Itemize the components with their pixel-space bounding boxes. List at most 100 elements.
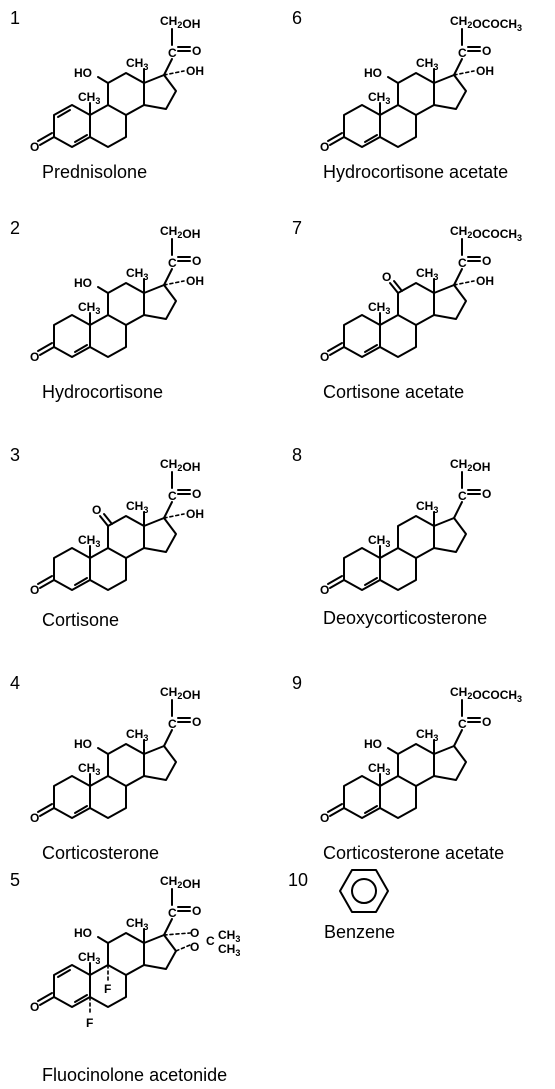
acetonide-bond-1 <box>163 932 191 936</box>
c3-carbonyl-bond-2 <box>327 342 343 352</box>
c4-double-bond <box>364 344 378 353</box>
compound-name: Prednisolone <box>42 162 148 182</box>
side-chain-label: CH2OH <box>160 14 200 31</box>
ring-b <box>379 314 417 358</box>
side-chain-label: CH2OH <box>160 224 200 241</box>
c10-methyl-label: CH3 <box>78 90 100 106</box>
compound-name: Deoxycorticosterone <box>323 608 488 628</box>
c20-carbon-label: C <box>168 256 177 270</box>
c4-double-bond <box>364 134 378 143</box>
c17-hydroxyl-label: OH <box>476 274 494 288</box>
c3-carbonyl-bond-2 <box>37 342 53 352</box>
c1-double-bond <box>57 109 71 118</box>
c3-carbonyl-bond-2 <box>37 575 53 585</box>
c20-oxygen-label: O <box>192 44 201 58</box>
c3-carbonyl-bond <box>39 136 55 146</box>
ring-b <box>379 104 417 148</box>
c20-oxygen-label: O <box>192 487 201 501</box>
c17-side-chain-bond <box>163 918 173 936</box>
c11-hydroxyl-label: HO <box>364 66 382 80</box>
c11-carbonyl-bond-2 <box>103 513 113 525</box>
c13-methyl-label: CH3 <box>126 266 148 282</box>
c3-oxygen-label: O <box>320 140 329 154</box>
c11-hydroxyl-bond <box>97 76 109 84</box>
c20-carbon-label: C <box>458 717 467 731</box>
c3-oxygen-label: O <box>320 811 329 825</box>
c10-methyl-label: CH3 <box>368 90 390 106</box>
c3-oxygen-label: O <box>30 583 39 597</box>
ring-a <box>343 314 381 358</box>
c17-side-chain-bond <box>163 268 173 286</box>
side-chain-label: CH2OCOCH3 <box>450 14 522 33</box>
compound-name: Benzene <box>324 922 396 942</box>
c17-hydroxyl-label: OH <box>476 64 494 78</box>
ring-b <box>379 547 417 591</box>
c6-fluoro-label: F <box>86 1016 93 1030</box>
c3-oxygen-label: O <box>320 350 329 364</box>
ring-b <box>89 964 127 1008</box>
c17-side-chain-bond <box>163 729 173 747</box>
c10-methyl-label: CH3 <box>78 950 100 966</box>
c17-side-chain-bond <box>453 58 463 76</box>
c13-methyl-label: CH3 <box>416 266 438 282</box>
c17-side-chain-bond <box>163 501 173 519</box>
ring-c <box>397 515 435 559</box>
ring-d <box>143 517 177 553</box>
compound-number: 9 <box>292 673 303 693</box>
c10-methyl-label: CH3 <box>78 300 100 316</box>
ring-d <box>143 745 177 781</box>
ring-c <box>107 282 145 326</box>
c10-methyl-label: CH3 <box>78 761 100 777</box>
acetonide-carbon: C <box>206 934 215 948</box>
c3-carbonyl-bond <box>329 136 345 146</box>
ring-a <box>53 775 91 819</box>
side-chain-label: CH2OH <box>160 685 200 702</box>
c11-hydroxyl-bond <box>97 747 109 755</box>
c13-methyl-label: CH3 <box>126 56 148 72</box>
c3-carbonyl-bond <box>329 346 345 356</box>
c13-methyl-label: CH3 <box>126 727 148 743</box>
c4-double-bond <box>364 577 378 586</box>
c1-double-bond <box>57 969 71 978</box>
compound-name: Hydrocortisone <box>42 382 164 402</box>
c3-oxygen-label: O <box>30 811 39 825</box>
ring-d <box>433 74 467 110</box>
compound-number: 7 <box>292 218 303 238</box>
compound-number: 8 <box>292 445 303 465</box>
c20-carbon-label: C <box>168 46 177 60</box>
c13-methyl-label: CH3 <box>126 916 148 932</box>
benzene-ring-icon <box>339 869 389 913</box>
c17-hydroxyl-bond <box>163 70 185 76</box>
ring-c <box>107 72 145 116</box>
c13-methyl-label: CH3 <box>416 56 438 72</box>
c10-methyl-label: CH3 <box>368 761 390 777</box>
c3-carbonyl-bond-2 <box>327 803 343 813</box>
compound-name: Corticosterone acetate <box>323 843 505 863</box>
c3-carbonyl-bond-2 <box>327 575 343 585</box>
ring-b <box>379 775 417 819</box>
ring-b <box>89 547 127 591</box>
c17-hydroxyl-bond <box>163 280 185 286</box>
ring-a <box>53 964 91 1008</box>
c11-hydroxyl-label: HO <box>74 926 92 940</box>
c11-carbonyl-bond-2 <box>393 280 403 292</box>
c20-carbon-label: C <box>168 489 177 503</box>
c20-carbon-label: C <box>168 906 177 920</box>
c3-oxygen-label: O <box>30 350 39 364</box>
c13-methyl-label: CH3 <box>126 499 148 515</box>
ring-a <box>343 104 381 148</box>
c4-double-bond <box>74 577 88 586</box>
ring-b <box>89 314 127 358</box>
c11-hydroxyl-bond <box>387 76 399 84</box>
